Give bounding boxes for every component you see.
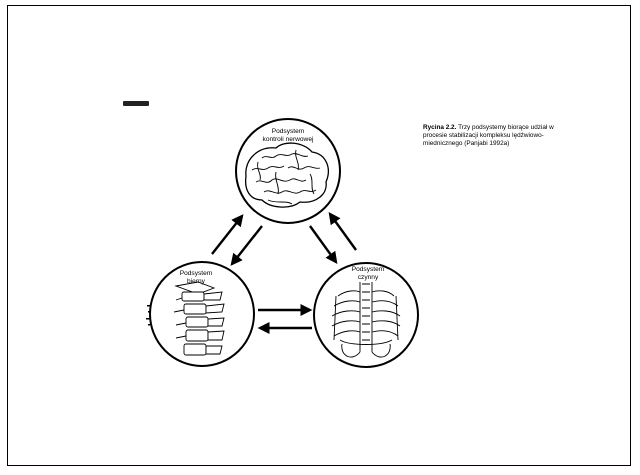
active-node-line1: Podsystem — [352, 266, 385, 273]
neural-control-node: Podsystem kontroli nerwowej — [236, 119, 340, 223]
passive-node: Podsystem bierny — [150, 262, 254, 366]
neural-node-line1: Podsystem — [272, 128, 305, 135]
brain-illustration — [246, 143, 329, 207]
passive-node-line1: Podsystem — [180, 270, 213, 277]
passive-node-line2: bierny — [187, 278, 206, 285]
arrow-active-to-neural — [330, 214, 356, 250]
neural-node-line2: kontroli nerwowej — [263, 136, 314, 143]
active-node: Podsystem czynny — [314, 263, 418, 367]
arrow-neural-to-active — [310, 226, 336, 262]
arrow-neural-to-passive — [232, 226, 262, 264]
active-node-line2: czynny — [358, 274, 379, 281]
arrow-passive-to-neural — [212, 216, 242, 254]
